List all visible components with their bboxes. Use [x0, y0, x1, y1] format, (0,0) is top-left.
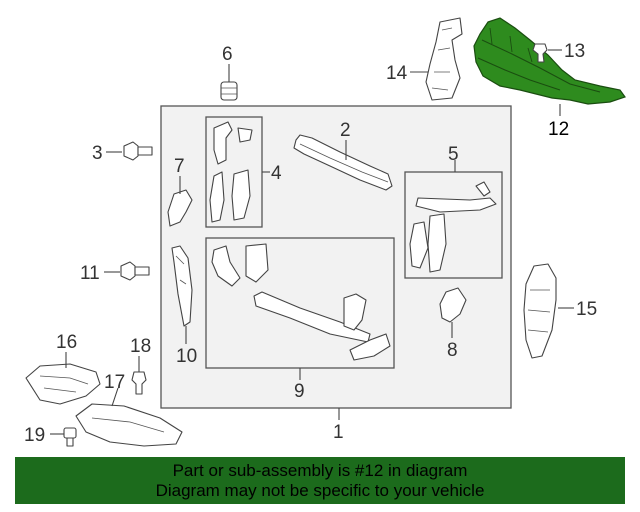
callout-17: 17: [104, 372, 125, 393]
part-16-under-cover[interactable]: [25, 363, 101, 405]
callout-13: 13: [564, 41, 585, 62]
callout-14: 14: [386, 63, 408, 84]
part-6-bumper[interactable]: [220, 81, 238, 101]
callout-18: 18: [130, 336, 151, 357]
exploded-parts-diagram: 1 2 3 4 5 6 7 8 9 10 11 12 13 14 15 16 1…: [24, 17, 626, 447]
callout-1: 1: [333, 422, 344, 443]
banner-line-part-number: Part or sub-assembly is #12 in diagram: [172, 461, 468, 480]
part-9-lower-members[interactable]: [211, 243, 391, 361]
banner-line-disclaimer: Diagram may not be specific to your vehi…: [155, 481, 485, 500]
callout-15: 15: [576, 299, 597, 320]
callout-16: 16: [56, 332, 77, 353]
part-17-lower-cover[interactable]: [75, 403, 183, 447]
callout-8: 8: [447, 340, 458, 361]
part-10-vertical-support[interactable]: [171, 245, 193, 327]
part-11-bolt[interactable]: [120, 261, 150, 281]
callout-4: 4: [271, 163, 282, 184]
callout-7: 7: [174, 156, 185, 177]
callout-6: 6: [222, 44, 233, 65]
part-5-side-members[interactable]: [409, 181, 497, 273]
callout-3: 3: [92, 143, 103, 164]
part-4-side-members[interactable]: [209, 121, 253, 223]
callout-9: 9: [294, 381, 305, 402]
callout-19: 19: [24, 425, 45, 446]
part-13-clip[interactable]: [532, 43, 548, 63]
part-19-screw[interactable]: [63, 427, 77, 447]
part-3-bolt[interactable]: [123, 141, 153, 161]
callout-11: 11: [80, 263, 100, 284]
part-18-retainer[interactable]: [131, 371, 147, 395]
part-14-bracket[interactable]: [425, 17, 463, 101]
leader-lines: [50, 49, 574, 435]
part-12-highlighted[interactable]: [473, 17, 626, 105]
part-8-bracket[interactable]: [439, 287, 467, 323]
callout-10: 10: [176, 346, 197, 367]
part-2-upper-support[interactable]: [293, 134, 393, 191]
callout-2: 2: [340, 120, 351, 141]
info-banner: Part or sub-assembly is #12 in diagram D…: [15, 457, 625, 504]
part-15-side-panel[interactable]: [523, 263, 557, 359]
callout-5: 5: [448, 144, 459, 165]
callout-12: 12: [548, 119, 569, 140]
part-7-bracket[interactable]: [167, 189, 193, 227]
